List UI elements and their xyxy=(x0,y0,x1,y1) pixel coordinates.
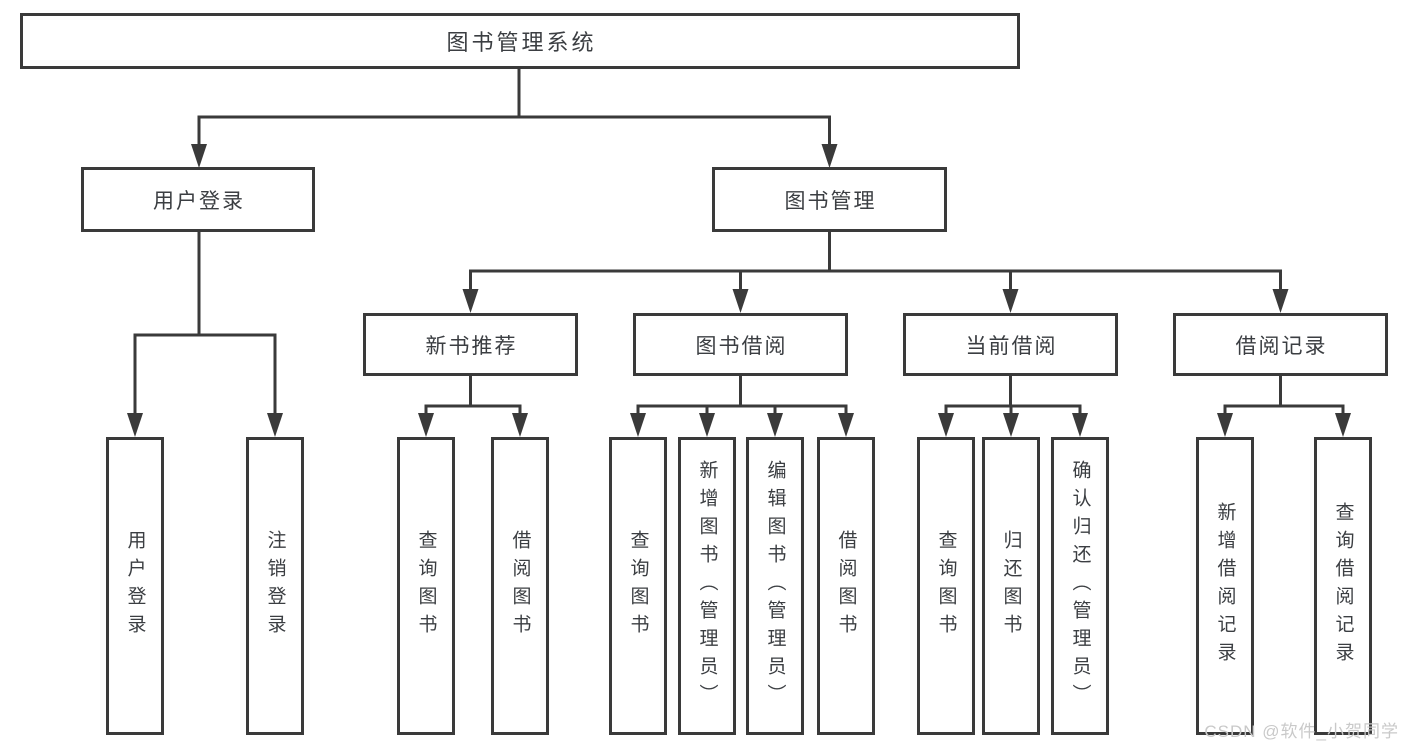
arrow-down-icon xyxy=(462,289,479,313)
arrow-down-icon xyxy=(1072,413,1088,437)
watermark: CSDN @软件_小贺同学 xyxy=(1204,722,1399,741)
arrow-down-icon xyxy=(938,413,954,437)
node-borrowing-records: 借阅记录 xyxy=(1173,313,1388,376)
leaf-return-books: 归还图书 xyxy=(982,437,1040,735)
node-user-login: 用户登录 xyxy=(81,167,315,232)
leaf-add-books-admin: 新增图书（管理员） xyxy=(678,437,736,735)
arrow-down-icon xyxy=(699,413,715,437)
leaf-user-login: 用户登录 xyxy=(106,437,164,735)
arrow-down-icon xyxy=(838,413,854,437)
arrow-down-icon xyxy=(267,413,283,437)
arrow-down-icon xyxy=(512,413,528,437)
leaf-query-books-recommend: 查询图书 xyxy=(397,437,455,735)
arrow-down-icon xyxy=(732,289,749,313)
node-new-book-recommendation: 新书推荐 xyxy=(363,313,578,376)
arrow-down-icon xyxy=(1002,289,1019,313)
arrow-down-icon xyxy=(1335,413,1351,437)
arrow-down-icon xyxy=(191,144,207,168)
arrow-down-icon xyxy=(1003,413,1019,437)
node-current-borrowing: 当前借阅 xyxy=(903,313,1118,376)
leaf-borrow-books-recommend: 借阅图书 xyxy=(491,437,549,735)
leaf-add-borrowing-record: 新增借阅记录 xyxy=(1196,437,1254,735)
arrow-down-icon xyxy=(418,413,434,437)
arrow-down-icon xyxy=(767,413,783,437)
arrow-down-icon xyxy=(127,413,143,437)
node-library-management-system: 图书管理系统 xyxy=(20,13,1020,69)
leaf-borrow-books-borrowing: 借阅图书 xyxy=(817,437,875,735)
leaf-query-books-current: 查询图书 xyxy=(917,437,975,735)
arrow-down-icon xyxy=(630,413,646,437)
leaf-edit-books-admin: 编辑图书（管理员） xyxy=(746,437,804,735)
node-book-borrowing: 图书借阅 xyxy=(633,313,848,376)
leaf-query-borrowing-record: 查询借阅记录 xyxy=(1314,437,1372,735)
leaf-confirm-return-admin: 确认归还（管理员） xyxy=(1051,437,1109,735)
leaf-query-books-borrowing: 查询图书 xyxy=(609,437,667,735)
arrow-down-icon xyxy=(1272,289,1289,313)
leaf-logout-login: 注销登录 xyxy=(246,437,304,735)
arrow-down-icon xyxy=(1217,413,1233,437)
node-book-management: 图书管理 xyxy=(712,167,947,232)
arrow-down-icon xyxy=(821,144,838,168)
